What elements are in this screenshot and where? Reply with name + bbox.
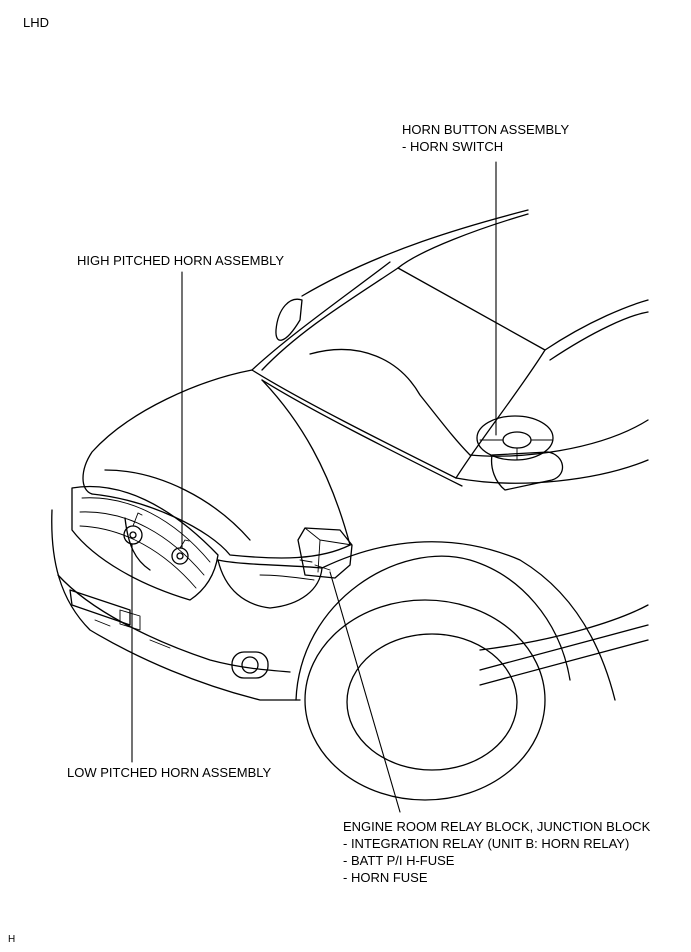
tow-hook-area bbox=[119, 609, 141, 631]
bumper-slot-1 bbox=[94, 619, 111, 627]
front-bumper bbox=[51, 509, 301, 701]
horn-fuse-item: - HORN FUSE bbox=[343, 870, 428, 885]
headlamp bbox=[217, 559, 323, 609]
bumper-vent bbox=[69, 589, 131, 626]
figure-code: H bbox=[8, 934, 16, 945]
horn-button-label: HORN BUTTON ASSEMBLY - HORN SWITCH bbox=[402, 121, 569, 155]
windshield-top bbox=[397, 213, 529, 269]
steering-wheel bbox=[476, 415, 554, 461]
windshield-inner bbox=[261, 267, 399, 371]
relay-block-connector bbox=[299, 559, 331, 571]
body-side-upper bbox=[455, 459, 649, 484]
relay-block-title: ENGINE ROOM RELAY BLOCK, JUNCTION BLOCK bbox=[343, 819, 651, 834]
running-board bbox=[479, 624, 649, 686]
a-pillar bbox=[251, 261, 391, 371]
front-tire bbox=[304, 599, 546, 801]
low-pitched-horn bbox=[123, 525, 143, 545]
fender-line bbox=[321, 541, 616, 701]
fog-lamp-housing bbox=[231, 651, 269, 679]
hood-side bbox=[261, 379, 351, 546]
cowl-line bbox=[251, 369, 457, 479]
side-mirror bbox=[490, 451, 564, 491]
headlamp-inner bbox=[259, 574, 315, 581]
hood-front-edge bbox=[91, 493, 351, 559]
grille-outline bbox=[71, 485, 219, 601]
roof-rail-2 bbox=[549, 311, 649, 361]
hood-crease bbox=[104, 469, 251, 541]
drive-side-label: LHD bbox=[23, 15, 50, 30]
roof-rail bbox=[544, 299, 649, 351]
relay-block-label: ENGINE ROOM RELAY BLOCK, JUNCTION BLOCK … bbox=[343, 818, 650, 886]
horn-button-title: HORN BUTTON ASSEMBLY bbox=[402, 122, 570, 137]
grille-bar-2 bbox=[79, 511, 205, 576]
body-side-lower bbox=[479, 604, 649, 651]
high-horn-bracket bbox=[179, 539, 190, 549]
horn-button-pad bbox=[502, 431, 532, 449]
relay-block-body bbox=[297, 527, 353, 579]
windshield-frame bbox=[397, 267, 546, 479]
low-horn-bracket bbox=[132, 512, 143, 527]
low-pitched-horn-label: LOW PITCHED HORN ASSEMBLY bbox=[67, 765, 272, 780]
dashboard-curve bbox=[309, 348, 471, 456]
high-pitched-horn-label: HIGH PITCHED HORN ASSEMBLY bbox=[77, 253, 285, 268]
relay-block-leader bbox=[329, 571, 401, 813]
batt-fuse-item: - BATT P/I H-FUSE bbox=[343, 853, 455, 868]
low-pitched-horn-center bbox=[129, 531, 137, 539]
grille-bar-3 bbox=[79, 525, 197, 589]
high-pitched-horn-center bbox=[176, 552, 184, 560]
front-rim bbox=[346, 633, 518, 771]
grille-bar-1 bbox=[81, 497, 211, 563]
relay-block-lid bbox=[304, 527, 353, 573]
wheel-arch bbox=[295, 555, 571, 701]
bumper-lower bbox=[57, 574, 291, 673]
hood-outline bbox=[82, 369, 253, 495]
bumper-slot-2 bbox=[149, 639, 171, 649]
cowl-line-2 bbox=[261, 379, 463, 487]
integration-relay-item: - INTEGRATION RELAY (UNIT B: HORN RELAY) bbox=[343, 836, 630, 851]
fog-lamp bbox=[241, 656, 259, 674]
horn-switch-subtitle: - HORN SWITCH bbox=[402, 139, 504, 154]
grille-center bbox=[124, 517, 151, 571]
door-line bbox=[469, 419, 649, 457]
steering-spokes bbox=[479, 439, 553, 461]
rear-mirror-top bbox=[275, 298, 303, 341]
roof-line bbox=[301, 209, 529, 297]
